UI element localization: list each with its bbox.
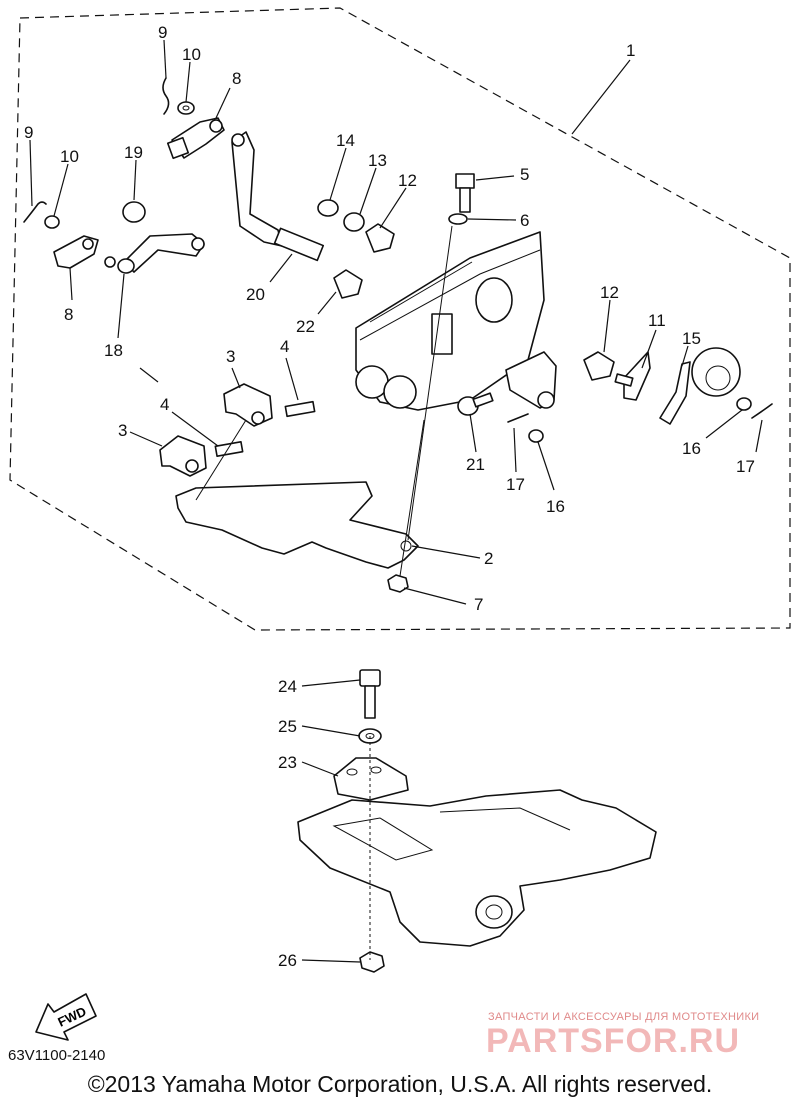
assembly-boundary: [9, 7, 791, 631]
callout-14: 14: [336, 131, 355, 150]
lever: [123, 233, 205, 273]
bushing: [333, 269, 363, 299]
lock-washer: [343, 212, 365, 232]
bolt: [359, 669, 381, 687]
callout-9: 9: [24, 123, 33, 142]
leader-lines: [29, 39, 763, 963]
fwd-arrow-icon: FWD: [35, 993, 97, 1041]
bracket-plate: [333, 757, 409, 801]
watermark-tagline: ЗАПЧАСТИ И АКСЕССУАРЫ ДЛЯ МОТОТЕХНИКИ: [488, 1011, 760, 1023]
washer: [528, 429, 544, 443]
cotter-pin: [162, 77, 170, 115]
callout-2: 2: [484, 549, 493, 568]
clip: [159, 435, 207, 477]
pin: [284, 400, 316, 418]
callout-12: 12: [398, 171, 417, 190]
copyright-notice: ©2013 Yamaha Motor Corporation, U.S.A. A…: [87, 1071, 713, 1097]
link-rod: [623, 351, 651, 401]
cotter-pin: [23, 201, 47, 223]
cotter-pin: [751, 403, 773, 419]
callout-16: 16: [546, 497, 565, 516]
callout-4: 4: [280, 337, 289, 356]
diagram-reference-code: 63V1100-2140: [8, 1047, 106, 1064]
callout-16: 16: [682, 439, 701, 458]
callout-1: 1: [626, 41, 635, 60]
callout-18: 18: [104, 341, 123, 360]
callout-26: 26: [278, 951, 297, 970]
nut: [359, 951, 385, 973]
throttle-cam: [691, 347, 741, 397]
callout-4: 4: [160, 395, 169, 414]
washer: [177, 101, 195, 115]
callout-24: 24: [278, 677, 297, 696]
callout-10: 10: [60, 147, 79, 166]
cotter-pin: [507, 413, 529, 423]
callout-13: 13: [368, 151, 387, 170]
clip: [223, 383, 273, 427]
callout-3: 3: [226, 347, 235, 366]
washer: [448, 213, 468, 225]
washer: [44, 215, 60, 229]
nut: [387, 574, 409, 593]
callout-6: 6: [520, 211, 529, 230]
callout-22: 22: [296, 317, 315, 336]
pin: [214, 441, 244, 457]
callout-8: 8: [232, 69, 241, 88]
callout-10: 10: [182, 45, 201, 64]
callout-21: 21: [466, 455, 485, 474]
callout-11: 11: [648, 311, 666, 330]
callout-20: 20: [246, 285, 265, 304]
bolt: [455, 173, 475, 189]
bushing: [122, 201, 146, 223]
engine-mount: [297, 789, 657, 947]
callout-labels: 1 2 3 3 4 4 5 6 7 8 8 9 9 10 10 11 12 12…: [24, 23, 755, 970]
callout-12: 12: [600, 283, 619, 302]
callout-15: 15: [682, 329, 701, 348]
callout-3: 3: [118, 421, 127, 440]
shift-lever: [231, 131, 283, 247]
callout-8: 8: [64, 305, 73, 324]
washer: [736, 397, 752, 411]
callout-5: 5: [520, 165, 529, 184]
bushing: [583, 351, 615, 381]
callout-9: 9: [158, 23, 167, 42]
watermark-brand: PARTSFOR.RU: [486, 1022, 741, 1060]
callout-23: 23: [278, 753, 297, 772]
bracket: [175, 481, 419, 569]
washer: [317, 199, 339, 217]
callout-17: 17: [736, 457, 755, 476]
callout-7: 7: [474, 595, 483, 614]
bushing: [365, 223, 395, 253]
callout-17: 17: [506, 475, 525, 494]
callout-19: 19: [124, 143, 143, 162]
callout-25: 25: [278, 717, 297, 736]
